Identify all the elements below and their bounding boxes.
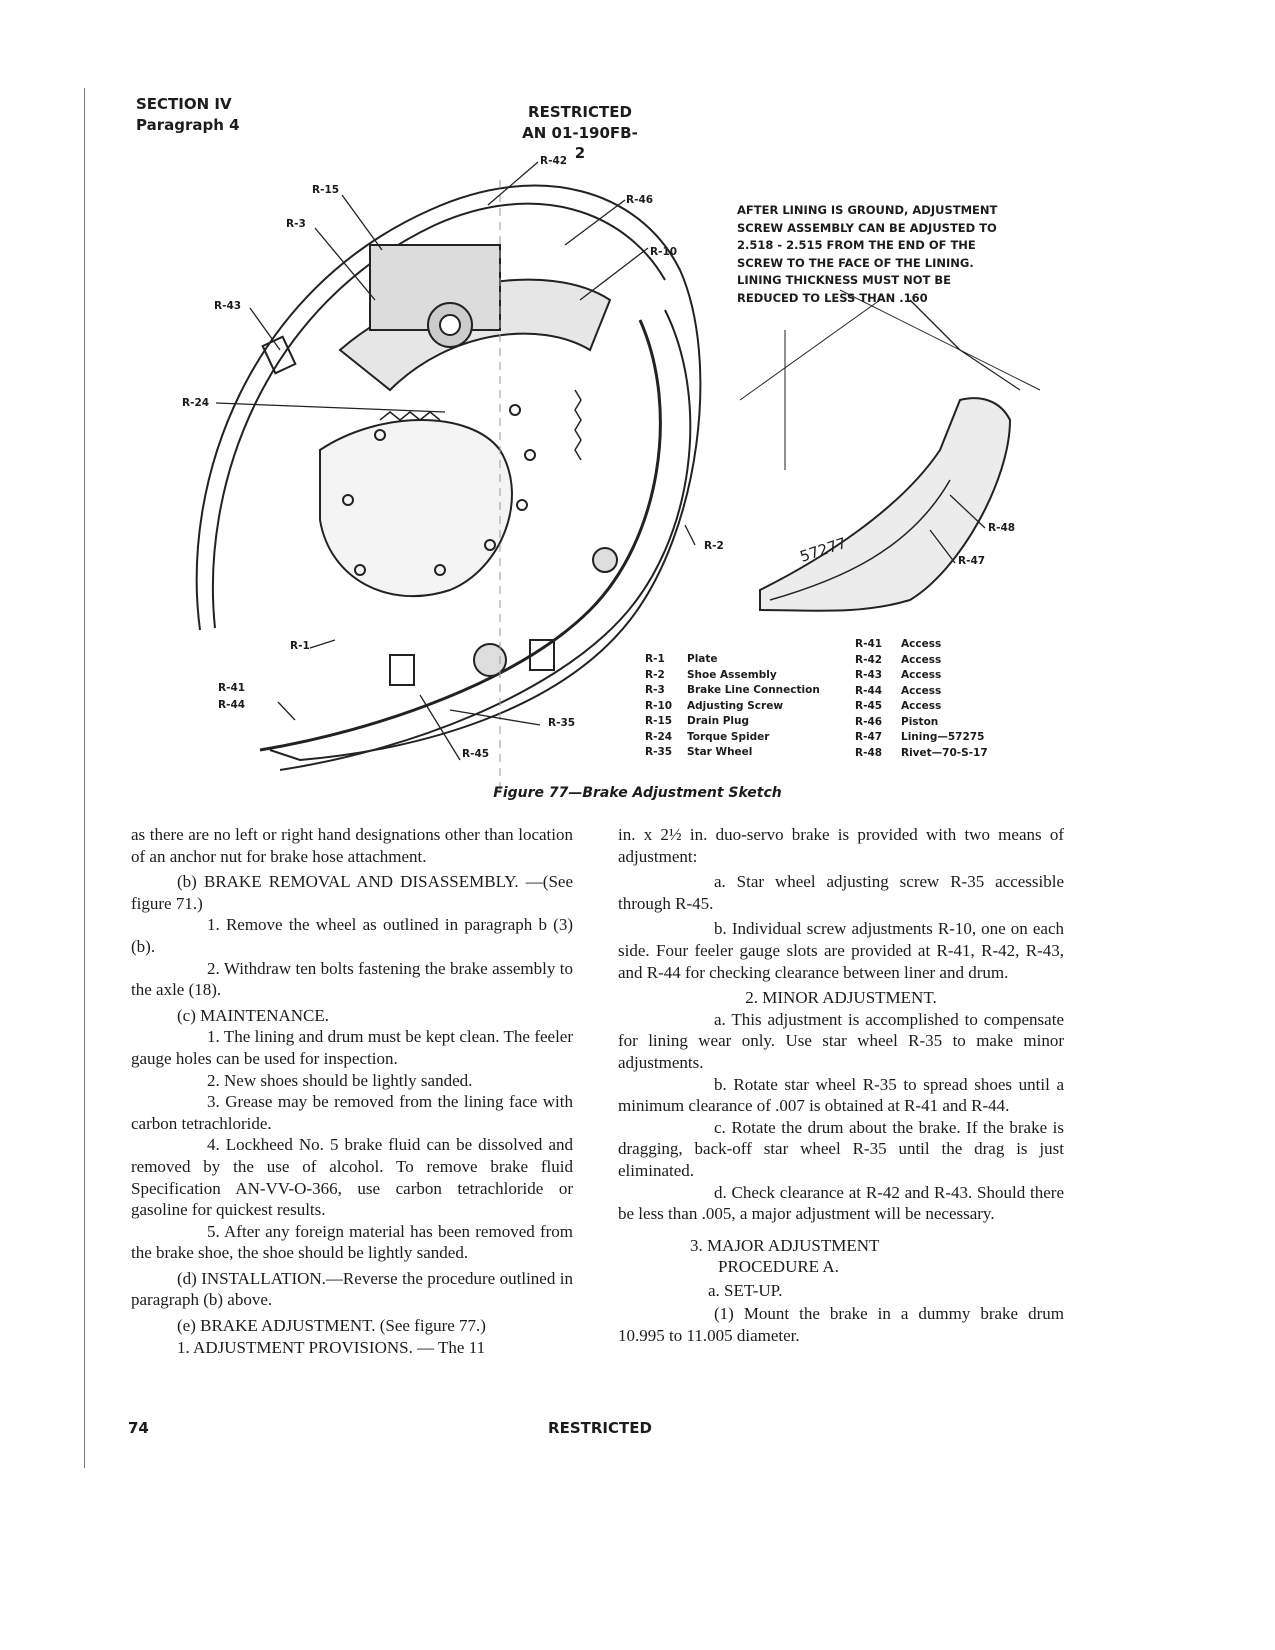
legend-label: Access xyxy=(901,684,942,697)
figure-note: AFTER LINING IS GROUND, ADJUSTMENT SCREW… xyxy=(737,203,998,305)
legend-label: Piston xyxy=(901,715,939,728)
heading-procedure-a: PROCEDURE A. xyxy=(718,1257,839,1277)
legend-code: R-24 xyxy=(645,730,673,743)
paragraph: d. Check clearance at R-42 and R-43. Sho… xyxy=(618,1182,1064,1224)
legend-row: R-42 Access xyxy=(855,653,988,669)
legend-label: Shoe Assembly xyxy=(687,668,777,681)
page-number: 74 xyxy=(128,1419,149,1437)
callout-r43: R-43 xyxy=(214,300,242,312)
legend-row: R-48 Rivet—70-S-17 xyxy=(855,746,988,762)
heading-major-adjustment: 3. MAJOR ADJUSTMENT xyxy=(690,1235,880,1255)
paragraph: 2. New shoes should be lightly sanded. xyxy=(207,1070,473,1090)
heading-installation: (d) INSTALLATION.—Reverse the procedure … xyxy=(131,1268,573,1310)
paragraph: 1. The lining and drum must be kept clea… xyxy=(131,1027,573,1068)
legend-code: R-48 xyxy=(855,746,883,759)
callout-r42: R-42 xyxy=(540,155,568,167)
callout-r45: R-45 xyxy=(462,748,490,760)
callout-r46: R-46 xyxy=(626,194,654,206)
callout-r1: R-1 xyxy=(290,640,310,652)
callout-r15: R-15 xyxy=(312,184,340,196)
legend-code: R-44 xyxy=(855,684,883,697)
legend-row: R-44 Access xyxy=(855,684,988,700)
legend-row: R-47 Lining—57275 xyxy=(855,730,988,746)
paragraph: b. Rotate star wheel R-35 to spread shoe… xyxy=(618,1074,1064,1116)
heading-maintenance: (c) MAINTENANCE. xyxy=(177,1005,330,1025)
figure-caption: Figure 77—Brake Adjustment Sketch xyxy=(493,785,782,801)
legend-label: Adjusting Screw xyxy=(687,699,784,712)
legend-row: R-24 Torque Spider xyxy=(645,730,820,746)
legend-label: Access xyxy=(901,653,942,666)
heading-adjustment-provisions: 1. ADJUSTMENT PROVISIONS. — The 11 xyxy=(177,1337,486,1357)
legend-code: R-47 xyxy=(855,731,883,743)
legend-row: R-43 Access xyxy=(855,668,988,684)
callout-r3: R-3 xyxy=(286,218,306,230)
callout-r2: R-2 xyxy=(704,540,724,552)
legend-row: R-41 Access xyxy=(855,637,988,653)
paragraph-label: Paragraph 4 xyxy=(136,116,240,134)
legend-code: R-2 xyxy=(645,668,665,681)
header-restricted: RESTRICTED xyxy=(528,103,632,121)
legend-label: Torque Spider xyxy=(687,730,770,743)
legend-code: R-1 xyxy=(645,653,665,665)
left-column: as there are no left or right hand desig… xyxy=(131,824,573,1358)
legend-row: R-35 Star Wheel xyxy=(645,745,820,761)
legend-code: R-35 xyxy=(645,746,673,758)
right-column: in. x 2½ in. duo-servo brake is provided… xyxy=(618,824,1064,1347)
legend-code: R-10 xyxy=(645,699,673,712)
callout-r41: R-41 xyxy=(218,682,246,694)
heading-minor-adjustment: 2. MINOR ADJUSTMENT. xyxy=(745,988,937,1008)
legend-code: R-41 xyxy=(855,638,883,650)
callout-r44: R-44 xyxy=(218,699,246,711)
callout-r35: R-35 xyxy=(548,717,576,729)
callout-r48: R-48 xyxy=(988,522,1016,534)
legend-label: Access xyxy=(901,669,942,681)
brake-assembly-illustration: 57277 xyxy=(195,161,1041,790)
legend-code: R-15 xyxy=(645,715,673,727)
legend-label: Rivet—70-S-17 xyxy=(901,746,988,759)
paragraph: 1. Remove the wheel as outlined in parag… xyxy=(131,915,573,956)
legend-row: R-1 Plate xyxy=(645,652,820,668)
legend-label: Access xyxy=(901,638,942,650)
footer-restricted: RESTRICTED xyxy=(548,1419,652,1437)
legend-label: Lining—57275 xyxy=(901,731,985,743)
heading-brake-adjustment: (e) BRAKE ADJUSTMENT. (See figure 77.) xyxy=(177,1316,486,1336)
legend-row: R-45 Access xyxy=(855,699,988,715)
paragraph: a. Star wheel adjusting screw R-35 acces… xyxy=(618,872,1064,913)
legend-label: Plate xyxy=(687,653,718,665)
paragraph: a. This adjustment is accomplished to co… xyxy=(618,1009,1064,1072)
legend-row: R-2 Shoe Assembly xyxy=(645,668,820,684)
paragraph: 3. Grease may be removed from the lining… xyxy=(131,1092,573,1133)
heading-set-up: a. SET-UP. xyxy=(708,1280,783,1300)
heading-brake-removal: (b) BRAKE REMOVAL AND DISASSEMBLY. —(See… xyxy=(131,872,573,913)
legend-label: Drain Plug xyxy=(687,715,749,727)
paragraph: c. Rotate the drum about the brake. If t… xyxy=(618,1117,1064,1180)
paragraph: 2. Withdraw ten bolts fastening the brak… xyxy=(131,958,573,1000)
paragraph: b. Individual screw adjustments R-10, on… xyxy=(618,919,1064,982)
legend-row: R-3 Brake Line Connection xyxy=(645,683,820,699)
left-margin-rule xyxy=(84,88,85,1468)
legend-code: R-42 xyxy=(855,653,883,666)
header-doc-number: AN 01-190FB-2 xyxy=(522,124,638,162)
legend-label: Star Wheel xyxy=(687,746,753,758)
paragraph: 5. After any foreign material has been r… xyxy=(131,1221,573,1263)
legend-row: R-10 Adjusting Screw xyxy=(645,699,820,715)
paragraph: in. x 2½ in. duo-servo brake is provided… xyxy=(618,825,1064,866)
legend-code: R-45 xyxy=(855,700,883,712)
legend-row: R-15 Drain Plug xyxy=(645,714,820,730)
callout-r10: R-10 xyxy=(650,246,678,258)
paragraph: 4. Lockheed No. 5 brake fluid can be dis… xyxy=(131,1135,573,1220)
legend-label: Brake Line Connection xyxy=(687,684,820,696)
legend-code: R-43 xyxy=(855,669,883,681)
legend-code: R-46 xyxy=(855,715,883,728)
paragraph: (1) Mount the brake in a dummy brake dru… xyxy=(618,1304,1064,1346)
callout-r47: R-47 xyxy=(958,555,986,567)
legend-row: R-46 Piston xyxy=(855,715,988,731)
legend-left: R-1 Plate R-2 Shoe Assembly R-3 Brake Line … xyxy=(645,652,820,761)
legend-code: R-3 xyxy=(645,684,665,696)
callout-r24: R-24 xyxy=(182,397,210,409)
section-label: SECTION IV xyxy=(136,95,232,113)
legend-label: Access xyxy=(901,700,942,712)
paragraph: as there are no left or right hand desig… xyxy=(131,825,573,866)
